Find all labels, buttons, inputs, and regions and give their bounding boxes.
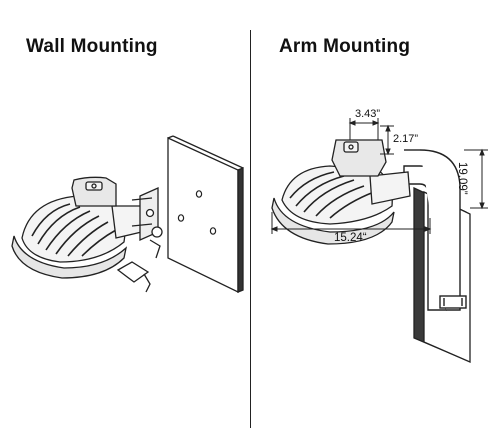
dimension-top-width: 3.43” [355, 108, 381, 120]
wall-plate [167, 135, 244, 294]
wall-mounting-title: Wall Mounting [26, 36, 158, 57]
dimension-top-height: 2.17” [393, 133, 419, 145]
dimension-lines [270, 118, 488, 234]
wall-fixture [11, 176, 163, 293]
arm-pipe [403, 149, 467, 311]
arm-fixture [271, 139, 411, 245]
dimension-overall-height: 19.09” [456, 162, 468, 195]
dimension-overall-length: 15.24“ [334, 232, 367, 244]
arm-mounting-title: Arm Mounting [279, 36, 411, 57]
wall-plate-holes [177, 190, 217, 235]
panel-divider [250, 30, 252, 428]
